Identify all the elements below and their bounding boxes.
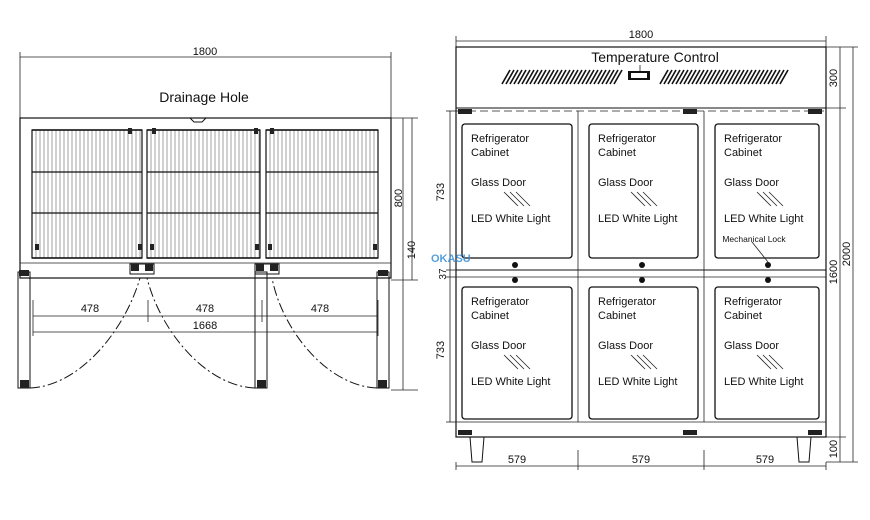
bottom-width-2: 579	[632, 454, 650, 466]
cell-title1: Refrigerator	[724, 296, 782, 308]
depth-label: 800	[393, 189, 405, 207]
cabinet-body-front	[455, 46, 827, 438]
glass-door-panel	[588, 286, 699, 420]
door-swing-arc-3	[271, 277, 378, 389]
foot-right	[796, 436, 812, 463]
vent-grille	[501, 69, 789, 85]
cell-title1: Refrigerator	[724, 133, 782, 145]
door-swing-arc-2	[146, 277, 256, 389]
front-width-label: 1800	[629, 29, 653, 41]
cabinet-body-top	[19, 117, 392, 279]
lower-door-height: 733	[435, 341, 447, 359]
top-view: 1800 Drainage Hole 800 140	[17, 46, 418, 391]
cell-light: LED White Light	[598, 213, 677, 225]
foot-height: 100	[828, 440, 840, 458]
cell-title2: Cabinet	[724, 147, 762, 159]
cell-door: Glass Door	[724, 177, 779, 189]
overall-height: 2000	[841, 242, 853, 266]
cell-title1: Refrigerator	[471, 296, 529, 308]
section-2-width: 478	[196, 303, 214, 315]
cell-title2: Cabinet	[471, 147, 509, 159]
inner-width-label: 1668	[193, 320, 217, 332]
cell-title2: Cabinet	[598, 147, 636, 159]
mechanical-locks	[512, 262, 771, 283]
cell-light: LED White Light	[724, 213, 803, 225]
bottom-width-1: 579	[508, 454, 526, 466]
cell-title2: Cabinet	[724, 310, 762, 322]
door-depth-label: 140	[406, 241, 418, 259]
front-view: 1800 Temperature Control RefrigeratorCab…	[435, 29, 858, 470]
top-section-height: 300	[828, 69, 840, 87]
bottom-width-3: 579	[756, 454, 774, 466]
temperature-control-label: Temperature Control	[591, 49, 719, 65]
cell-door: Glass Door	[471, 340, 526, 352]
glass-door-panel	[588, 123, 699, 259]
cell-door: Glass Door	[598, 340, 653, 352]
cell-light: LED White Light	[724, 376, 803, 388]
drainage-hole-label: Drainage Hole	[159, 89, 249, 105]
cabinet-section-height: 1600	[828, 260, 840, 284]
shelf-grid-1	[31, 129, 143, 259]
cell-door: Glass Door	[724, 340, 779, 352]
watermark-text: OKASU	[431, 253, 471, 265]
cell-title2: Cabinet	[471, 310, 509, 322]
top-width-label: 1800	[193, 46, 217, 58]
cell-light: LED White Light	[598, 376, 677, 388]
cell-title1: Refrigerator	[598, 133, 656, 145]
hinge-posts	[17, 263, 390, 389]
cell-light: LED White Light	[471, 376, 550, 388]
glass-door-panel	[714, 123, 820, 259]
door-swing-arc-1	[29, 277, 141, 389]
cell-door: Glass Door	[471, 177, 526, 189]
cell-door: Glass Door	[598, 177, 653, 189]
cell-light: LED White Light	[471, 213, 550, 225]
glass-door-panel	[461, 123, 573, 259]
mechanical-lock-label: Mechanical Lock	[722, 234, 786, 244]
foot-left	[469, 436, 485, 463]
door-hinges	[458, 109, 822, 435]
divider-height: 37	[438, 268, 449, 280]
upper-door-height: 733	[435, 183, 447, 201]
cell-title1: Refrigerator	[598, 296, 656, 308]
glass-door-panel	[461, 286, 573, 420]
cell-title2: Cabinet	[598, 310, 636, 322]
cell-title1: Refrigerator	[471, 133, 529, 145]
section-3-width: 478	[311, 303, 329, 315]
glass-door-panel	[714, 286, 820, 420]
section-1-width: 478	[81, 303, 99, 315]
